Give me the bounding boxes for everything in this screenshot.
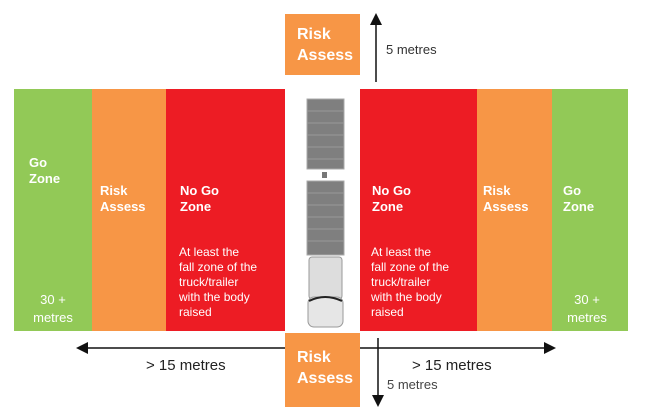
go-zone-right-distance: 30 +metres bbox=[567, 292, 607, 325]
go-zone-left-distance: 30 +metres bbox=[33, 292, 73, 325]
top-distance-label: 5 metres bbox=[386, 42, 437, 57]
truck-icon bbox=[306, 98, 345, 328]
bottom-distance-label: 5 metres bbox=[387, 377, 438, 392]
truck-lane bbox=[285, 89, 360, 331]
right-distance-label: > 15 metres bbox=[412, 357, 492, 374]
left-distance-label: > 15 metres bbox=[146, 357, 226, 374]
